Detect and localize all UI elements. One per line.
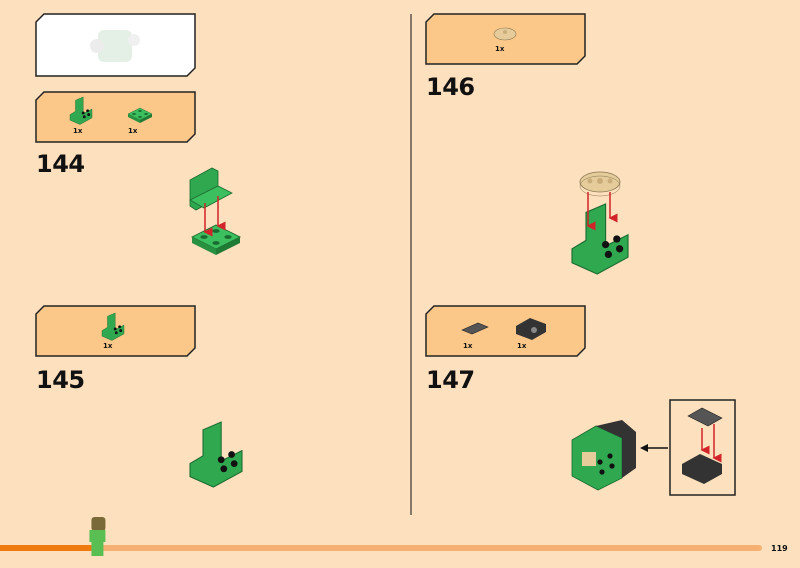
progress-track	[0, 545, 762, 551]
part-qty: 1x	[463, 342, 473, 350]
assembly-145	[189, 421, 243, 488]
part-qty: 1x	[128, 127, 138, 135]
part-qty: 1x	[103, 342, 113, 350]
parts-box-147	[425, 305, 586, 357]
part-qty: 1x	[495, 45, 505, 53]
progress-fill	[0, 545, 92, 551]
part-tan-round-plate	[493, 27, 517, 41]
part-gray-tile	[461, 322, 489, 335]
assembly-147	[571, 420, 636, 491]
parts-box-144	[35, 91, 196, 143]
step-number-147: 147	[426, 366, 475, 394]
part-qty: 1x	[73, 127, 83, 135]
step-number-145: 145	[36, 366, 85, 394]
part-qty: 1x	[517, 342, 527, 350]
page-number: 119	[771, 544, 788, 553]
subassembly-callout	[669, 399, 736, 496]
step-number-144: 144	[36, 150, 85, 178]
step-number-146: 146	[426, 73, 475, 101]
minifigure-progress-marker	[89, 517, 106, 556]
part-black-technic-brick	[516, 318, 546, 340]
assembly-146	[571, 171, 629, 275]
submodel-preview-image	[90, 30, 140, 62]
assembly-144	[189, 167, 241, 256]
